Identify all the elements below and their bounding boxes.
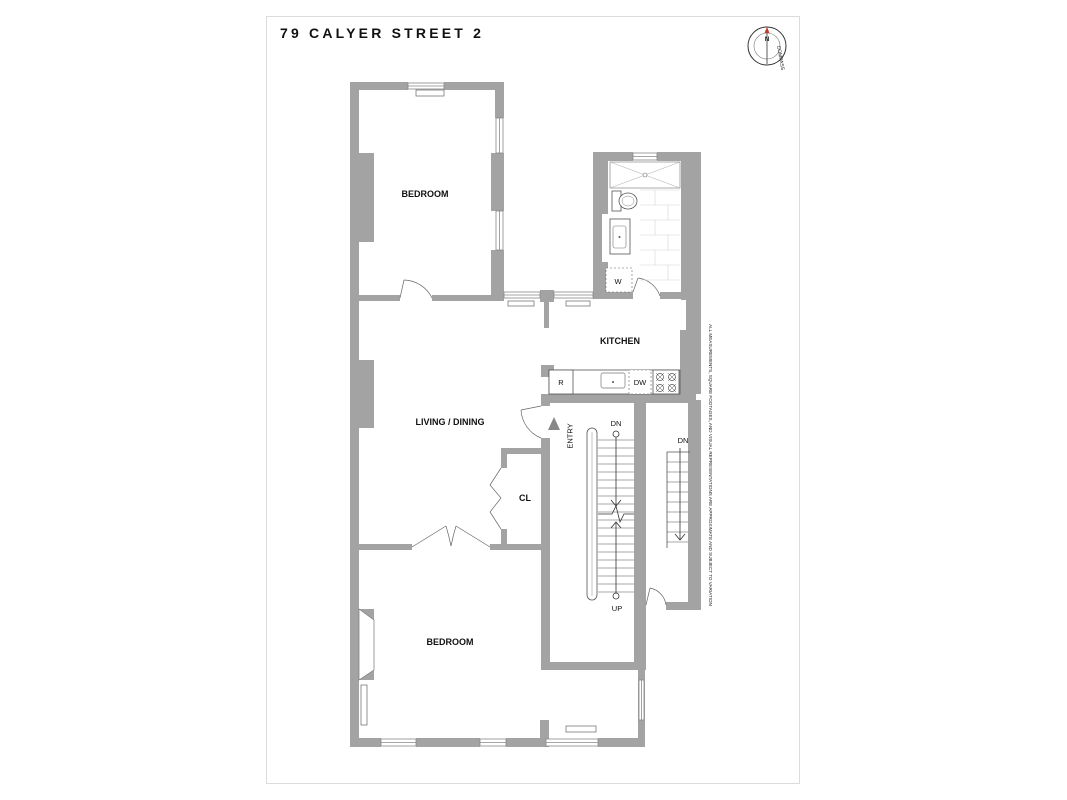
dishwasher-icon (628, 369, 652, 395)
room-label-bedroom-bottom: BEDROOM (427, 637, 474, 647)
dishwasher-label: DW (634, 378, 647, 387)
radiators (360, 89, 597, 733)
kitchen-sink-icon (600, 372, 626, 389)
room-label-kitchen: KITCHEN (600, 336, 640, 346)
disclaimer-text: ALL MEASUREMENTS, SQUARE FOOTAGES, AND V… (708, 324, 713, 606)
compass-ring-label: COMPASS (775, 45, 785, 71)
main-stair-down-label: DN (611, 419, 622, 428)
toilet-icon (611, 190, 638, 212)
washer-icon (605, 267, 633, 293)
refrigerator-label: R (558, 378, 564, 387)
room-label-closet: CL (519, 493, 531, 503)
compass-icon: N COMPASS (747, 26, 787, 71)
refrigerator-icon (548, 369, 574, 395)
vanity-sink-icon (609, 218, 631, 255)
side-stair (666, 448, 690, 548)
bathroom-fixtures: W (605, 161, 681, 293)
main-stair (586, 427, 634, 601)
washer-label: W (614, 277, 622, 286)
plan-title: 79 CALYER STREET 2 (280, 25, 485, 41)
entry-label: ENTRY (566, 423, 575, 448)
kitchen-counter: R DW (548, 369, 681, 395)
main-stair-up-label: UP (612, 604, 622, 613)
compass-north-label: N (765, 37, 769, 43)
room-label-living-dining: LIVING / DINING (415, 417, 484, 427)
windows (380, 82, 658, 747)
walls (350, 82, 701, 747)
side-stair-down-label: DN (678, 436, 689, 445)
fireplace (358, 608, 375, 681)
entry-arrow-icon (548, 417, 560, 430)
room-label-bedroom-top: BEDROOM (402, 189, 449, 199)
doors (399, 277, 667, 606)
stove-icon (652, 369, 680, 395)
